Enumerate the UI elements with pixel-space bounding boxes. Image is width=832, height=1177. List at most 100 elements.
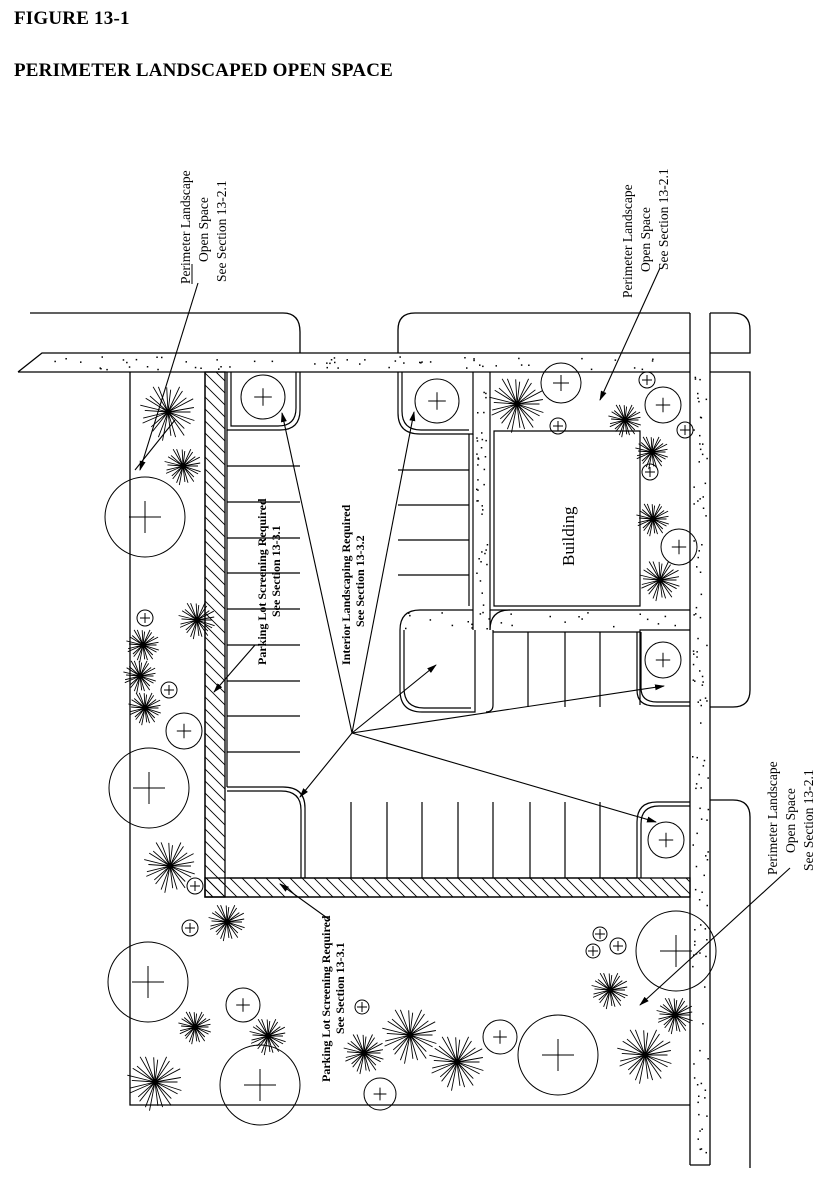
stipple-dot [694,929,696,931]
trees [104,362,717,1126]
deciduous-tree-icon [136,609,154,627]
tree-center-cross [595,929,605,939]
stipple-dot [480,447,483,449]
evergreen-shrub-icon [635,436,668,470]
deciduous-tree-icon [219,1044,301,1126]
stipple-dot [657,623,660,625]
stipple-dot [692,663,695,666]
stipple-dot [471,627,473,629]
stipple-dot [707,1058,709,1060]
stipple-dot [451,624,454,627]
svg-text:Interior Landscaping Required: Interior Landscaping Required [339,504,353,665]
stipple-dot [486,628,488,630]
stipple-dot [484,456,487,458]
stipple-dot [651,360,654,362]
stipple-dot [700,722,702,724]
stipple-dot [326,362,328,364]
svg-text:Perimeter Landscape: Perimeter Landscape [765,761,780,875]
stipple-dot [641,368,644,371]
stipple-dot [697,637,699,640]
deciduous-tree-icon [107,941,189,1023]
stipple-dot [481,592,483,594]
stipple-dot [613,625,615,628]
label-interior: Interior Landscaping Required See Sectio… [339,504,367,665]
evergreen-shrub-icon [591,972,628,1010]
svg-text:Parking Lot Screening Required: Parking Lot Screening Required [319,915,333,1082]
stipple-dot [699,952,701,954]
label-perimeter-nw: Perimeter Landscape Open Space See Secti… [178,170,229,284]
leader-arrows [134,267,791,1006]
stipple-dot [476,488,478,491]
stipple-dot [696,651,698,653]
stipple-dot [484,552,486,555]
shrub-center [514,401,520,407]
stipple-dot [486,544,489,546]
stipple-dot [706,904,708,907]
stipple-dot [652,358,654,360]
stipple-dot [695,787,697,790]
shrub-center [137,673,143,679]
arrow-screening-south [279,883,331,921]
stipple-dot [695,613,697,615]
building-label: Building [559,506,578,566]
stipple-dot [699,434,701,437]
stipple-dot [482,611,484,614]
arrow-interior-4 [351,684,665,734]
deciduous-tree-icon [186,877,204,895]
tree-center-cross [655,652,671,668]
stipple-dot [696,656,698,658]
deciduous-tree-icon [225,987,261,1023]
stipple-dot [488,618,490,620]
parking-lot [226,372,690,879]
evergreen-shrub-icon [208,904,245,942]
stipple-dot [702,496,704,498]
stipple-dot [706,939,708,941]
stipple-dot [54,360,56,363]
stipple-dot [698,773,700,776]
stipple-dot [476,453,478,455]
shrub-center [607,987,613,993]
stipple-dot [464,357,466,359]
figure-title: PERIMETER LANDSCAPED OPEN SPACE [14,60,394,81]
tree-center-cross [655,397,671,413]
svg-text:See Section 13-3.1: See Section 13-3.1 [333,942,347,1034]
stipple-dot [699,498,701,500]
deciduous-tree-icon [609,937,627,955]
stipple-dot [482,365,484,368]
evergreen-shrub-icon [249,1018,286,1056]
stipple-dot [314,363,316,365]
stipple-dot [704,1097,706,1099]
evergreen-shrub-icon [178,602,215,640]
stipple-dot [693,1077,696,1079]
tree-center-cross [373,1087,387,1101]
stipple-dot [706,457,708,460]
arrow-perimeter-nw [139,282,199,471]
stipple-dot [564,621,566,623]
stipple-dot [399,356,401,358]
stipple-dot [696,1084,699,1086]
deciduous-tree-icon [660,528,698,566]
stipple-dot [692,844,694,846]
stipple-dot [408,612,410,614]
arrow-interior-1 [280,412,353,734]
tree-center-cross [680,425,690,435]
stipple-dot [699,571,702,573]
stipple-dot [479,580,482,582]
stipple-dot [326,366,328,369]
stipple-dot [146,366,149,368]
stipple-dot [476,437,478,439]
stipple-dot [481,551,483,553]
deciduous-tree-icon [644,386,682,424]
stipple-dot [485,439,487,442]
svg-text:Open Space: Open Space [196,197,211,262]
stipple-dot [156,356,158,358]
label-perimeter-ne: Perimeter Landscape Open Space See Secti… [620,168,671,298]
stipple-dot [578,616,580,618]
stipple-dot [388,366,390,369]
tree-center-cross [132,966,164,998]
stipple-dot [697,500,699,502]
stipple-dot [701,544,703,546]
stipple-dot [695,865,698,868]
shrub-center [454,1059,460,1065]
stipple-dot [483,391,485,394]
